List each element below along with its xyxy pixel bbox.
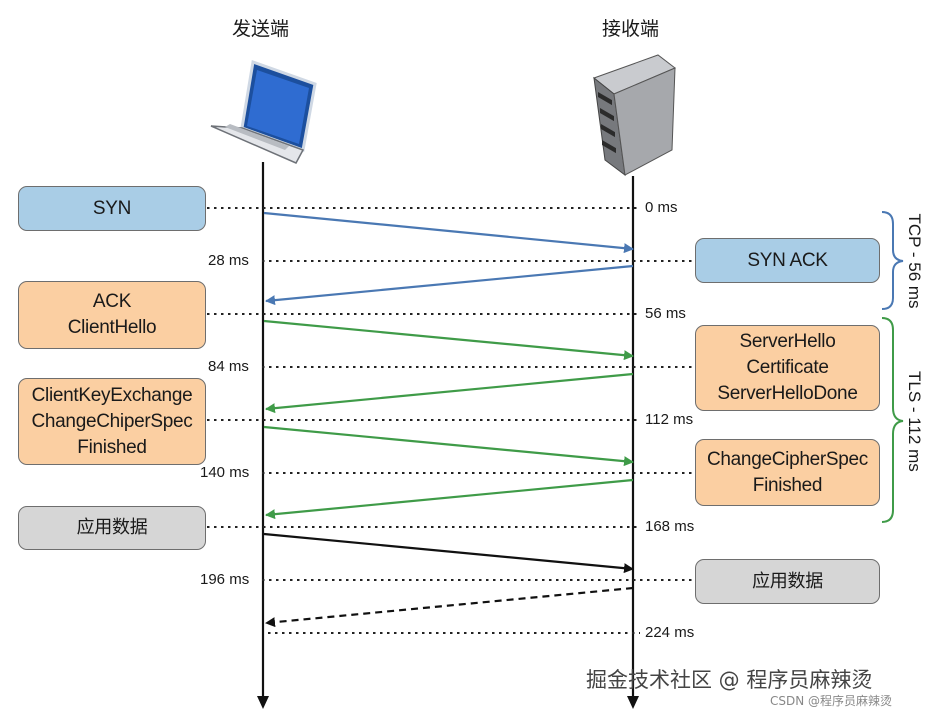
app-data-server-label: 应用数据 [752,570,823,592]
arrow-syn-ack [265,264,634,306]
arrow-app-data-server [265,586,634,628]
laptop-icon [210,59,317,164]
arrow-app-data-client [263,532,634,574]
time-gridlines [207,207,696,634]
app-data-client-box: 应用数据 [18,506,206,550]
clienthello-label: ClientHello [67,317,157,338]
sender-title: 发送端 [232,18,290,40]
arrow-serverhello [265,372,634,414]
timestamp-0ms: 0 ms [645,199,678,216]
clientkeyexchange-label: ClientKeyExchange [31,384,193,406]
changecipherspec-label: ChangeCipherSpec [706,448,869,470]
tls-phase-bracket [881,317,904,523]
tcp-phase-label: TCP - 56 ms [905,213,924,309]
timestamp-224ms: 224 ms [645,624,695,641]
server-icon [592,54,676,177]
serverhello-label: ServerHello [739,331,836,352]
timestamp-84ms: 84 ms [208,358,249,375]
server-finished-label: Finished [752,474,823,496]
syn-box: SYN [18,186,206,231]
arrow-clientkeyexchange [263,425,634,467]
sender-lifeline-arrowhead [257,696,269,709]
serverhello-box: ServerHello Certificate ServerHelloDone [695,325,880,411]
syn-ack-box: SYN ACK [695,238,880,283]
timestamp-140ms: 140 ms [200,464,250,481]
clientkeyexchange-box: ClientKeyExchange ChangeChiperSpec Finis… [18,378,206,465]
app-data-server-box: 应用数据 [695,559,880,604]
tls-phase-label: TLS - 112 ms [905,371,924,472]
changecipherspec-box: ChangeCipherSpec Finished [695,439,880,506]
serverhellodone-label: ServerHelloDone [717,383,858,404]
timestamp-168ms: 168 ms [645,518,695,535]
certificate-label: Certificate [746,357,829,378]
tcp-phase-bracket [881,211,904,310]
arrow-syn [263,211,634,254]
receiver-title: 接收端 [602,18,660,40]
ack-label: ACK [92,291,132,312]
app-data-client-label: 应用数据 [76,517,148,538]
changechiperspec-label: ChangeChiperSpec [31,410,193,432]
syn-ack-label: SYN ACK [747,249,828,271]
watermark-sub: CSDN @程序员麻辣烫 [770,694,893,708]
arrow-clienthello [263,319,634,361]
timestamp-112ms: 112 ms [645,411,694,428]
arrow-changecipherspec [265,478,634,520]
timestamp-196ms: 196 ms [200,571,250,588]
syn-label: SYN [92,197,132,219]
ack-clienthello-box: ACK ClientHello [18,281,206,349]
finished-label: Finished [77,436,147,458]
timestamp-56ms: 56 ms [645,305,686,322]
timestamp-28ms: 28 ms [208,252,249,269]
watermark-main: 掘金技术社区 @ 程序员麻辣烫 [586,668,873,692]
receiver-lifeline-arrowhead [627,696,639,709]
